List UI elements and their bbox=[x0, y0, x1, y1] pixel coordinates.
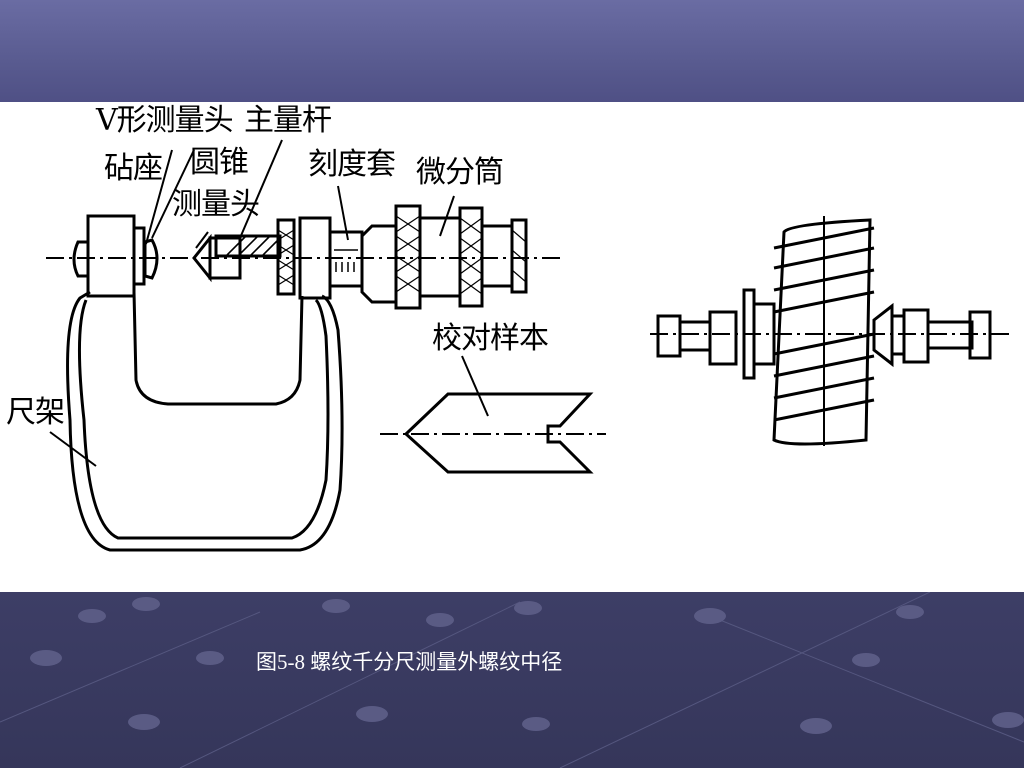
label-probe: 测量头 bbox=[172, 187, 260, 222]
label-cone: 圆锥 bbox=[190, 145, 249, 180]
thread-body bbox=[772, 218, 872, 446]
frame-outer bbox=[66, 290, 344, 552]
label-frame: 尺架 bbox=[6, 395, 65, 430]
anvil-seat bbox=[86, 214, 136, 298]
decor-dots bbox=[0, 592, 1024, 768]
frame-inner bbox=[132, 291, 304, 406]
figure-caption: 图5-8 螺纹千分尺测量外螺纹中径 bbox=[256, 650, 563, 674]
label-v-probe: V形测量头 bbox=[96, 103, 234, 138]
label-main-spindle: 主量杆 bbox=[244, 103, 332, 138]
micrometer-diagram bbox=[46, 139, 1012, 552]
top-title-band bbox=[0, 0, 1024, 102]
thimble bbox=[360, 224, 398, 304]
label-anvil-seat: 砧座 bbox=[104, 151, 163, 186]
label-gauge-sample: 校对样本 bbox=[432, 321, 549, 356]
figure-area: V形测量头 主量杆 砧座 圆锥 测量头 刻度套 微分筒 校对样本 尺架 bbox=[0, 102, 1024, 592]
label-thimble: 微分筒 bbox=[416, 155, 504, 190]
ratchet bbox=[510, 218, 528, 294]
label-sleeve: 刻度套 bbox=[308, 147, 396, 182]
bottom-decor-band bbox=[0, 592, 1024, 768]
